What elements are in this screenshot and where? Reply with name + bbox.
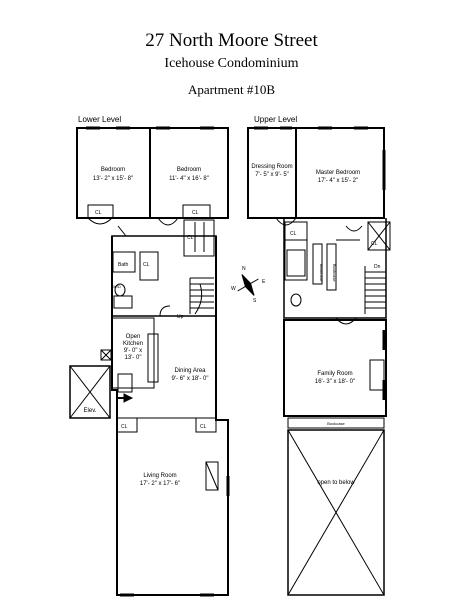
upper-stair (364, 266, 386, 314)
family-room-dims: 16'- 3" x 18'- 0" (315, 379, 355, 385)
railing-bookcase-label: Bookcase (327, 421, 345, 426)
compass-rose-icon (237, 274, 259, 296)
stair-down-label: Dn (374, 264, 381, 270)
bath-label: Bath (118, 262, 129, 268)
closet-label-4: CL (143, 262, 150, 268)
apartment-number: Apartment #10B (187, 82, 275, 97)
compass-s-label: S (253, 298, 257, 304)
address-title: 27 North Moore Street (145, 30, 318, 51)
upper-level-plan (247, 126, 391, 596)
open-to-below-label: open to below (317, 480, 355, 486)
closet-label-1: CL (95, 210, 102, 216)
lower-level-plan (69, 126, 230, 597)
building-name: Icehouse Condominium (164, 56, 299, 71)
master-bedroom-dims: 17'- 4" x 15'- 2" (318, 178, 358, 184)
bedroom1-dims: 13'- 2" x 15'- 8" (93, 176, 133, 182)
dining-area-name: Dining Area (174, 368, 206, 374)
living-room-name: Living Room (143, 473, 176, 479)
bookcase-label-1: Bookcase (319, 264, 324, 282)
elevator (69, 349, 112, 419)
living-room-dims: 17'- 2" x 17'- 6" (140, 481, 180, 487)
closet-label-2: CL (192, 210, 199, 216)
closet-label-6: CL (200, 424, 207, 430)
closet-label-5: CL (121, 424, 128, 430)
dining-area-dims: 9'- 6" x 18'- 0" (172, 376, 209, 382)
kitchen-dims-line2: 13'- 0" (125, 355, 142, 361)
master-bedroom-name: Master Bedroom (316, 170, 360, 176)
kitchen-dims-line1: 9'- 0" x (124, 348, 142, 354)
closet-label-upper-1: CL (290, 231, 297, 237)
washer-dryer-label: W/D (113, 284, 121, 289)
lower-stair (189, 277, 214, 315)
family-room-name: Family Room (317, 371, 352, 377)
open-to-below-area (287, 429, 385, 596)
bedroom2-dims: 11'- 4" x 16'- 8" (169, 176, 209, 182)
bedroom2-name: Bedroom (177, 167, 201, 173)
open-kitchen-line2: Kitchen (123, 341, 143, 347)
elevator-label: Elev. (84, 408, 97, 414)
compass-n-label: N (242, 266, 246, 272)
bedroom1-name: Bedroom (101, 167, 125, 173)
lower-level-heading: Lower Level (78, 115, 121, 124)
closet-label-3: CL (187, 235, 194, 241)
upper-level-heading: Upper Level (254, 115, 297, 124)
bookcase-label-2: Bookcase (332, 264, 337, 282)
open-kitchen-line1: Open (126, 334, 141, 340)
compass-e-label: E (262, 279, 266, 285)
compass-w-label: W (231, 286, 236, 292)
closet-label-upper-2: CL (371, 241, 378, 247)
dressing-room-dims: 7'- 5" x 9'- 5" (255, 172, 289, 178)
dressing-room-name: Dressing Room (251, 164, 292, 170)
stair-up-label: Up (177, 314, 184, 320)
